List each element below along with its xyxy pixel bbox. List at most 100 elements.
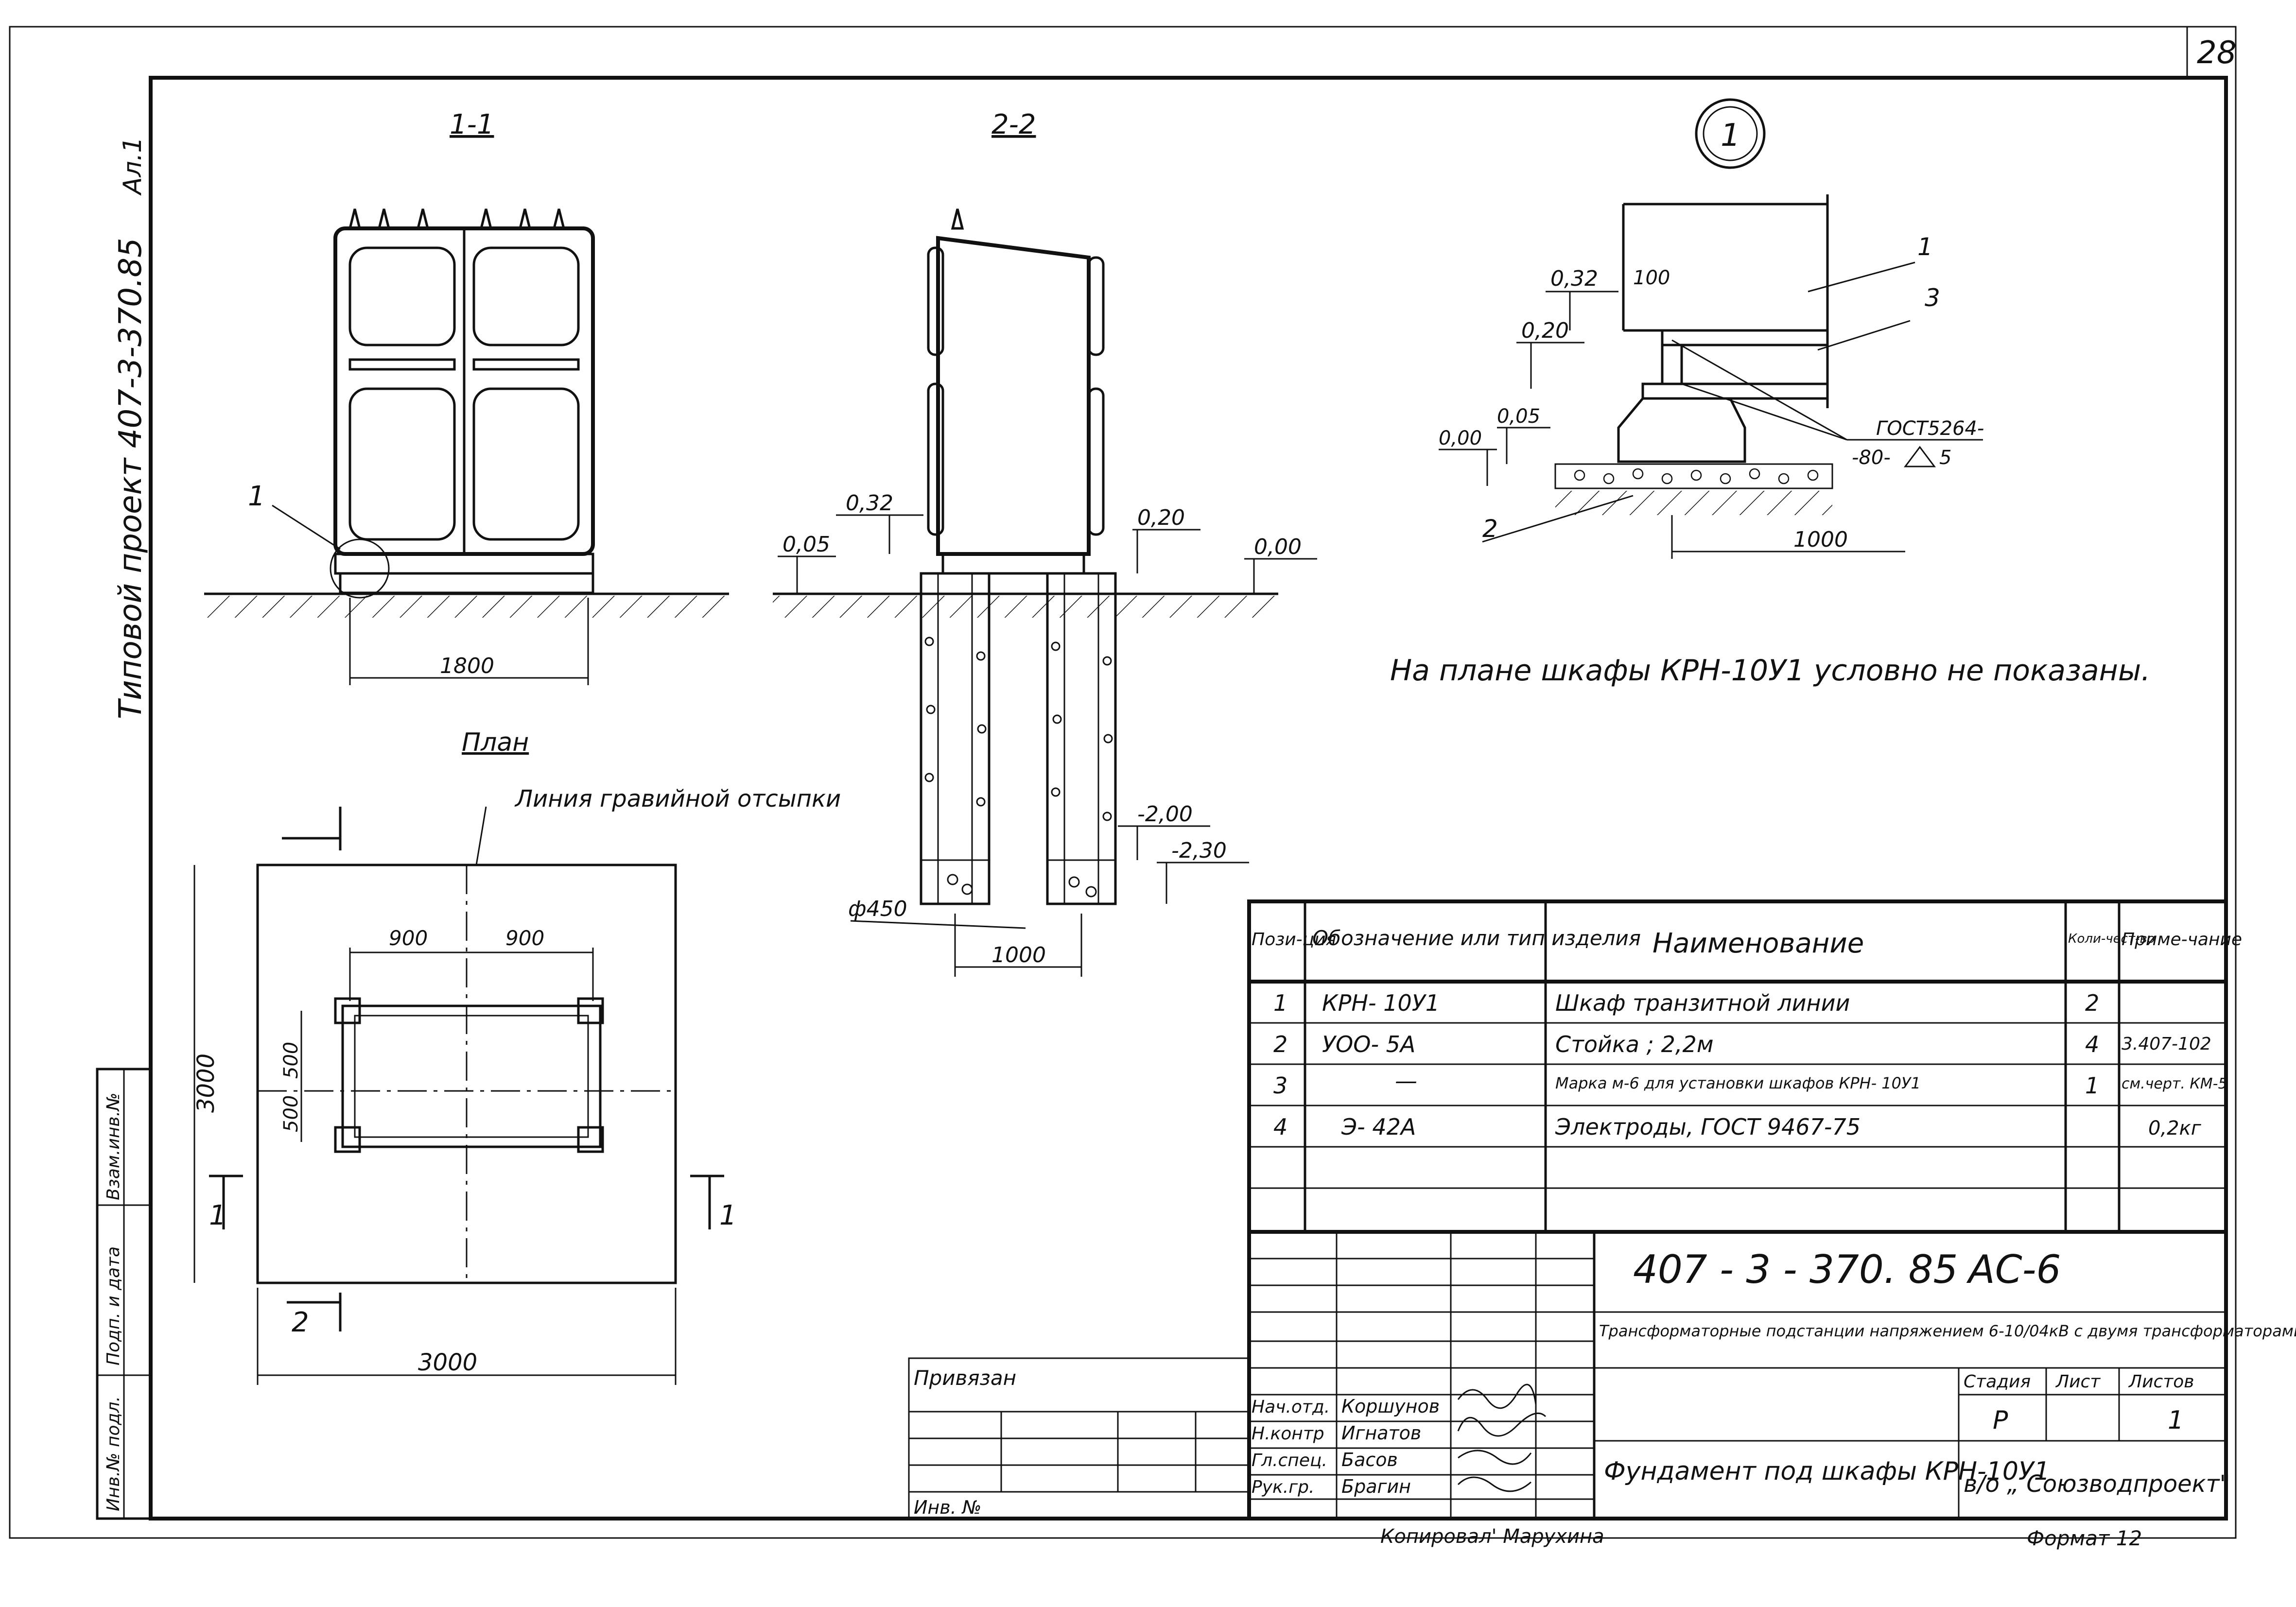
sheets-value: 1	[2168, 1406, 2184, 1435]
stamp-podp: Подп. и дата	[104, 1246, 123, 1365]
svg-text:Шкаф транзитной линии: Шкаф транзитной линии	[1555, 990, 1850, 1016]
svg-text:3.407-102: 3.407-102	[2122, 1034, 2211, 1054]
det-pos-1: 1	[1917, 233, 1933, 261]
svg-text:Коршунов: Коршунов	[1341, 1396, 1440, 1417]
plan-dim-3000h: 3000	[418, 1349, 477, 1376]
inv-no: Инв. №	[914, 1497, 981, 1518]
svg-text:Басов: Басов	[1341, 1449, 1398, 1470]
svg-text:1: 1	[1273, 990, 1287, 1016]
det-weld-c: 5	[1939, 447, 1951, 469]
plan-title: План	[462, 728, 529, 757]
det-pos-2: 2	[1482, 515, 1498, 543]
plan-view: План Линия гравийной отсыпки 900 900 500…	[192, 728, 841, 1385]
plan-note: На плане шкафы КРН-10У1 условно не показ…	[1390, 654, 2150, 688]
table-row: 3 — Марка м-6 для установки шкафов КРН- …	[1273, 1068, 2227, 1099]
svg-text:Марка м-6 для установки шкафов: Марка м-6 для установки шкафов КРН- 10У1	[1555, 1074, 1921, 1092]
svg-text:см.черт. КМ-5: см.черт. КМ-5	[2122, 1075, 2227, 1092]
svg-text:2: 2	[1273, 1031, 1287, 1057]
th-designation: Обозначение или тип изделия	[1312, 926, 1641, 950]
signer-row: Нач.отд. Коршунов	[1252, 1396, 1440, 1417]
detail-1-title: 1	[1721, 118, 1740, 154]
svg-text:Гл.спец.: Гл.спец.	[1252, 1451, 1327, 1470]
plan-dim-500a: 500	[280, 1042, 302, 1079]
svg-text:Игнатов: Игнатов	[1341, 1422, 1421, 1444]
section-2-2: 2-2 0,05 0,32 0,20	[773, 109, 1317, 977]
plan-cut-1b: 1	[719, 1200, 737, 1231]
format: Формат 12	[2027, 1526, 2142, 1550]
project-title: Трансформаторные подстанции напряжением …	[1599, 1322, 2296, 1340]
lvl-032: 0,32	[846, 491, 893, 516]
stamp-inv: Инв.№ подл.	[104, 1396, 123, 1511]
svg-text:Стойка ; 2,2м: Стойка ; 2,2м	[1555, 1031, 1714, 1057]
spec-table: Пози-ция Обозначение или тип изделия Наи…	[1247, 899, 2242, 1234]
svg-text:КРН- 10У1: КРН- 10У1	[1322, 990, 1440, 1016]
th-pos: Пози-ция	[1252, 930, 1336, 950]
drawing-title: Фундамент под шкафы КРН-10У1	[1604, 1457, 2050, 1486]
table-row: 2 УОО- 5А Стойка ; 2,2м 4 3.407-102	[1273, 1031, 2211, 1057]
plan-dim-900b: 900	[505, 926, 544, 950]
lvl-000: 0,00	[1254, 535, 1302, 559]
th-qty: Коли-чест-во	[2068, 932, 2155, 946]
signer-row: Рук.гр. Брагин	[1252, 1476, 1411, 1497]
plan-dim-900a: 900	[389, 926, 428, 950]
lvl-005: 0,05	[783, 532, 830, 557]
section-1-1-title: 1-1	[450, 109, 494, 140]
det-pos-3: 3	[1925, 284, 1940, 312]
svg-text:Э- 42А: Э- 42А	[1341, 1114, 1416, 1140]
svg-text:Электроды, ГОСТ 9467-75: Электроды, ГОСТ 9467-75	[1555, 1114, 1861, 1140]
side-stamp: Взам.инв.№ Подп. и дата Инв.№ подл.	[96, 1068, 152, 1520]
plan-leader: Линия гравийной отсыпки	[514, 785, 841, 812]
svg-text:2: 2	[2085, 990, 2099, 1016]
sheets-label: Листов	[2128, 1372, 2194, 1392]
lvl-020: 0,20	[1137, 505, 1185, 530]
stage-value: Р	[1993, 1406, 2008, 1435]
svg-text:4: 4	[1273, 1114, 1287, 1140]
plan-dim-500b: 500	[280, 1095, 302, 1132]
sheet-label: Лист	[2055, 1372, 2101, 1392]
signatures	[1457, 1383, 1547, 1492]
det-lvl-032: 0,32	[1550, 266, 1598, 291]
svg-text:Рук.гр.: Рук.гр.	[1252, 1477, 1314, 1497]
det-lvl-000: 0,00	[1439, 427, 1482, 449]
section-1-1: 1-1 1 1800	[204, 109, 729, 685]
stage-label: Стадия	[1964, 1372, 2031, 1392]
album-label: Ал.1	[118, 137, 147, 196]
th-name: Наименование	[1652, 928, 1864, 959]
table-row: 1 КРН- 10У1 Шкаф транзитной линии 2	[1273, 990, 2099, 1016]
svg-text:УОО- 5А: УОО- 5А	[1322, 1031, 1415, 1057]
det-lvl-005: 0,05	[1497, 405, 1540, 428]
stamp-vzam: Взам.инв.№	[104, 1092, 123, 1200]
det-lvl-020: 0,20	[1521, 318, 1569, 343]
insulators	[348, 208, 566, 230]
pile-left	[920, 572, 991, 905]
copied-by: Копировал' Марухина	[1380, 1525, 1604, 1548]
th-note: Приме-чание	[2122, 930, 2242, 950]
title-block: 407 - 3 - 370. 85 АС-6 Трансформаторные …	[908, 1230, 2296, 1550]
plan-dim-3000v: 3000	[192, 1054, 220, 1113]
privyazan: Привязан	[914, 1366, 1016, 1390]
det-dim-1000: 1000	[1793, 527, 1848, 552]
side-title: Типовой проект 407-3-370.85	[113, 238, 149, 719]
svg-text:1: 1	[2085, 1072, 2099, 1099]
detail-1: 1 0,32 100 0,20 0,05 0,00	[1439, 98, 1984, 559]
svg-text:Брагин: Брагин	[1341, 1476, 1411, 1497]
doc-code: 407 - 3 - 370. 85	[1633, 1247, 1958, 1292]
org-name: в/о „ Союзводпроект"	[1964, 1470, 2230, 1498]
det-weld-a: ГОСТ5264-	[1876, 417, 1984, 440]
dim-d450: ф450	[848, 897, 907, 921]
svg-text:Н.контр: Н.контр	[1252, 1424, 1324, 1444]
dim-1000: 1000	[991, 943, 1046, 968]
section-2-2-title: 2-2	[991, 109, 1036, 140]
callout-1: 1	[248, 481, 265, 512]
svg-text:Нач.отд.: Нач.отд.	[1252, 1397, 1330, 1417]
plan-cut-2: 2	[292, 1307, 309, 1338]
svg-text:3: 3	[1273, 1072, 1287, 1099]
table-row: 4 Э- 42А Электроды, ГОСТ 9467-75 0,2кг	[1273, 1114, 2202, 1140]
page-number: 28	[2197, 35, 2236, 71]
plan-cut-1a: 1	[209, 1200, 226, 1231]
lvl-minus-200: -2,00	[1137, 802, 1193, 827]
pile-right	[1046, 572, 1117, 905]
det-dim-100: 100	[1633, 267, 1670, 289]
svg-text:0,2кг: 0,2кг	[2148, 1117, 2202, 1140]
